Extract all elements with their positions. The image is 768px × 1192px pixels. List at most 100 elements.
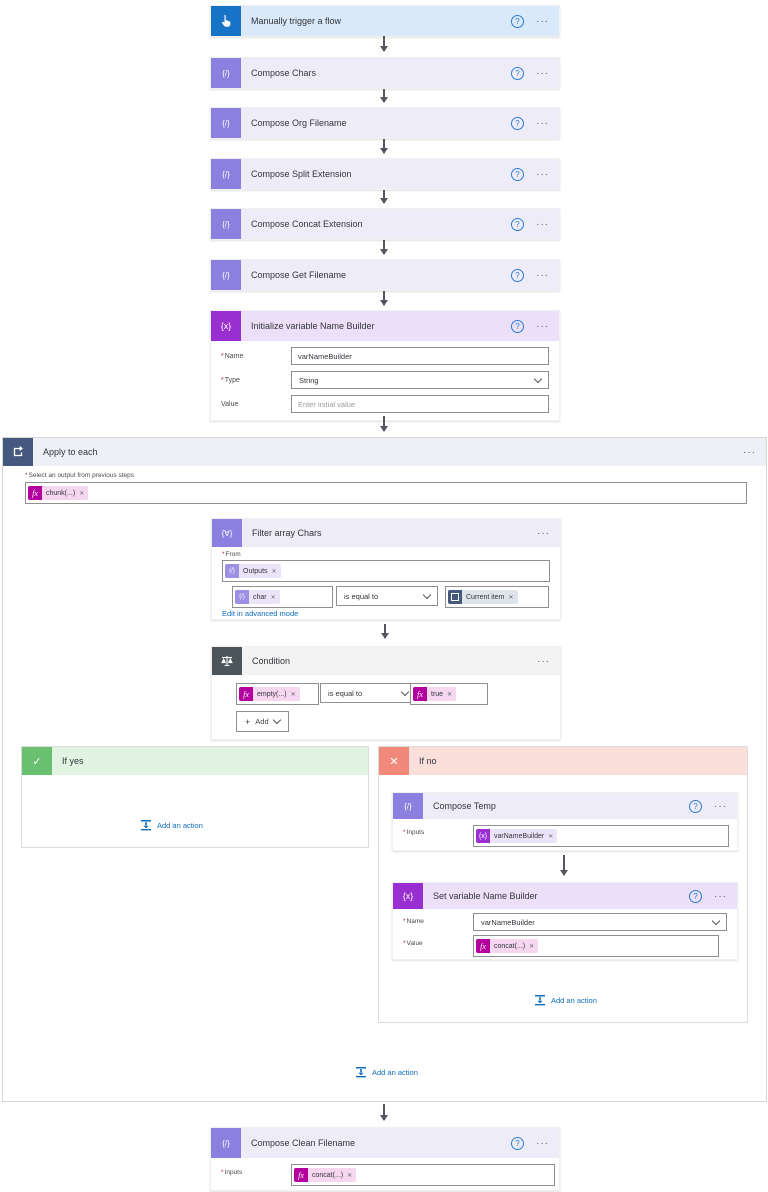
help-icon[interactable]: ? [511,14,524,28]
condition-right-operand[interactable]: fx true ✕ [410,683,488,705]
remove-token-icon[interactable]: ✕ [270,594,276,601]
remove-token-icon[interactable]: ✕ [290,691,296,698]
add-action-link[interactable]: Add an action [534,994,597,1006]
apply-to-each-scope[interactable]: Apply to each ··· *Select an output from… [2,437,767,1102]
action-card-compose-concat-extension[interactable]: {/} Compose Concat Extension ? ··· [210,208,560,240]
condition-add-button[interactable]: + Add [236,711,289,732]
expression-token[interactable]: fx chunk(...) ✕ [28,486,89,500]
action-card-condition[interactable]: Condition ··· fx empty(...) ✕ is equal t… [211,646,561,740]
remove-token-icon[interactable]: ✕ [447,691,453,698]
help-icon[interactable]: ? [511,66,524,80]
variable-icon: {x} [211,311,241,341]
menu-ellipsis-icon[interactable]: ··· [536,1137,549,1149]
edit-advanced-mode-link[interactable]: Edit in advanced mode [222,609,299,618]
trigger-card-manually-trigger[interactable]: Manually trigger a flow ? ··· [210,5,560,37]
action-card-compose-get-filename[interactable]: {/} Compose Get Filename ? ··· [210,259,560,291]
help-icon[interactable]: ? [511,319,524,333]
action-card-compose-split-extension[interactable]: {/} Compose Split Extension ? ··· [210,158,560,190]
filter-right-operand[interactable]: Current item ✕ [445,586,549,608]
from-field-label: *From [222,551,241,558]
expression-token[interactable]: fx empty(...) ✕ [239,687,300,701]
remove-token-icon[interactable]: ✕ [271,568,277,575]
menu-ellipsis-icon[interactable]: ··· [536,168,549,180]
set-variable-value-input[interactable]: fx concat(...) ✕ [473,935,719,957]
connector-arrow [380,1104,388,1121]
variable-icon: {x} [476,829,490,843]
action-title: Initialize variable Name Builder [251,321,375,331]
action-card-compose-chars[interactable]: {/} Compose Chars ? ··· [210,57,560,89]
remove-token-icon[interactable]: ✕ [347,1172,353,1179]
compose-icon: {/} [211,209,241,239]
outputs-token[interactable]: {/} Outputs ✕ [225,564,281,578]
expression-token[interactable]: fx true ✕ [413,687,457,701]
add-action-link[interactable]: Add an action [140,819,203,831]
action-card-compose-org-filename[interactable]: {/} Compose Org Filename ? ··· [210,107,560,139]
compose-temp-inputs[interactable]: {x} varNameBuilder ✕ [473,825,729,847]
menu-ellipsis-icon[interactable]: ··· [536,15,549,27]
apply-to-each-header[interactable]: Apply to each ··· [3,438,766,466]
menu-ellipsis-icon[interactable]: ··· [536,218,549,230]
condition-operator-select[interactable]: is equal to [320,683,416,703]
variable-value-input[interactable] [291,395,549,413]
compose-icon: {/} [235,590,249,604]
action-title: Compose Get Filename [251,270,347,280]
if-no-title: If no [419,756,437,766]
connector-arrow [380,416,388,432]
if-yes-branch[interactable]: ✓ If yes Add an action [21,746,369,848]
remove-token-icon[interactable]: ✕ [548,833,554,840]
if-yes-title: If yes [62,756,84,766]
action-card-compose-clean-filename[interactable]: {/} Compose Clean Filename ? ··· *Inputs… [210,1127,560,1191]
help-icon[interactable]: ? [511,268,524,282]
filter-left-operand[interactable]: {/} char ✕ [232,586,333,608]
variable-token[interactable]: {x} varNameBuilder ✕ [476,829,558,843]
filter-from-input[interactable]: {/} Outputs ✕ [222,560,550,582]
compose-clean-inputs[interactable]: fx concat(...) ✕ [291,1164,555,1186]
add-action-link[interactable]: Add an action [355,1066,418,1078]
compose-icon: {/} [225,564,239,578]
help-icon[interactable]: ? [511,116,524,130]
compose-icon: {/} [211,58,241,88]
menu-ellipsis-icon[interactable]: ··· [536,67,549,79]
expression-token[interactable]: fx concat(...) ✕ [294,1168,357,1182]
menu-ellipsis-icon[interactable]: ··· [536,269,549,281]
action-card-compose-temp[interactable]: {/} Compose Temp ? ··· *Inputs {x} varNa… [392,792,738,851]
menu-ellipsis-icon[interactable]: ··· [536,117,549,129]
chevron-down-icon [422,590,432,599]
apply-to-each-icon [3,438,33,466]
menu-ellipsis-icon[interactable]: ··· [537,527,550,539]
variable-name-input[interactable] [291,347,549,365]
action-card-filter-array[interactable]: {∀} Filter array Chars ··· *From {/} Out… [211,518,561,620]
help-icon[interactable]: ? [689,889,702,903]
char-token[interactable]: {/} char ✕ [235,590,280,604]
trigger-card-header[interactable]: Manually trigger a flow ? ··· [211,6,559,36]
current-item-token[interactable]: Current item ✕ [448,590,518,604]
variable-icon: {x} [393,883,423,909]
expression-token[interactable]: fx concat(...) ✕ [476,939,539,953]
menu-ellipsis-icon[interactable]: ··· [536,320,549,332]
filter-operator-select[interactable]: is equal to [336,586,438,606]
remove-token-icon[interactable]: ✕ [529,943,535,950]
help-icon[interactable]: ? [511,167,524,181]
set-variable-name-select[interactable]: varNameBuilder [473,913,727,931]
apply-to-each-input[interactable]: fx chunk(...) ✕ [25,482,747,504]
compose-icon: {/} [211,108,241,138]
action-card-initialize-variable[interactable]: {x} Initialize variable Name Builder ? ·… [210,310,560,421]
action-card-set-variable[interactable]: {x} Set variable Name Builder ? ··· *Nam… [392,882,738,960]
variable-type-select[interactable]: String [291,371,549,389]
remove-token-icon[interactable]: ✕ [79,490,85,497]
chevron-down-icon [711,916,721,925]
connector-arrow [381,624,389,639]
help-icon[interactable]: ? [511,217,524,231]
condition-left-operand[interactable]: fx empty(...) ✕ [236,683,319,705]
menu-ellipsis-icon[interactable]: ··· [714,890,727,902]
menu-ellipsis-icon[interactable]: ··· [714,800,727,812]
help-icon[interactable]: ? [689,799,702,813]
menu-ellipsis-icon[interactable]: ··· [537,655,550,667]
menu-ellipsis-icon[interactable]: ··· [743,446,756,458]
help-icon[interactable]: ? [511,1136,524,1150]
action-title: Compose Clean Filename [251,1138,356,1148]
check-icon: ✓ [22,747,52,775]
remove-token-icon[interactable]: ✕ [508,594,514,601]
if-no-branch[interactable]: ✕ If no {/} Compose Temp ? ··· *Inputs [378,746,748,1023]
